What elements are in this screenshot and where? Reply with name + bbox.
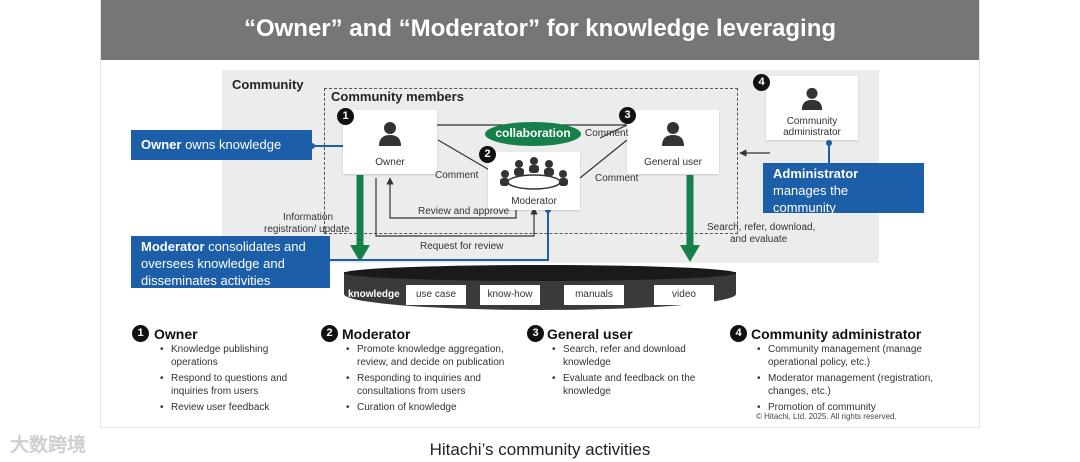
copyright-notice: © Hitachi, Ltd. 2025. All rights reserve… bbox=[756, 412, 897, 421]
general-user-moderator-line bbox=[579, 139, 628, 179]
comment-label-top: Comment bbox=[585, 128, 629, 139]
knowledge-label: knowledge bbox=[348, 289, 400, 300]
knowledge-tag-use-case: use case bbox=[406, 285, 466, 305]
general-user-card-label: General user bbox=[644, 157, 702, 168]
moderator-number-badge: 2 bbox=[479, 146, 496, 163]
moderator-callout: Moderator consolidates and oversees know… bbox=[131, 236, 330, 288]
request-review-label: Request for review bbox=[420, 241, 504, 252]
section-admin-number: 4 bbox=[730, 325, 747, 342]
section-admin-list: Community management (manage operational… bbox=[754, 343, 954, 417]
search-label-line1: Search, refer, download, bbox=[707, 222, 816, 233]
section-owner-title: Owner bbox=[154, 326, 198, 342]
admin-callout-bold: Administrator bbox=[773, 166, 859, 181]
knowledge-tag-video: video bbox=[654, 285, 714, 305]
community-members-label: Community members bbox=[331, 89, 464, 104]
section-owner-list: Knowledge publishing operations Respond … bbox=[157, 343, 292, 417]
moderator-card-label: Moderator bbox=[511, 196, 557, 207]
community-label: Community bbox=[232, 77, 304, 92]
owner-callout: Owner owns knowledge bbox=[131, 130, 312, 160]
section-moderator-list: Promote knowledge aggregation, review, a… bbox=[343, 343, 523, 417]
person-icon bbox=[662, 122, 684, 146]
watermark: 大数跨境 bbox=[10, 435, 87, 456]
list-item: Evaluate and feedback on the knowledge bbox=[549, 372, 727, 398]
owner-callout-text: owns knowledge bbox=[181, 137, 282, 152]
admin-card-label-line2: administrator bbox=[783, 127, 841, 138]
moderator-card: Moderator bbox=[488, 152, 580, 210]
knowledge-database-top bbox=[344, 265, 736, 281]
admin-card: Community administrator bbox=[766, 76, 858, 140]
list-item: Curation of knowledge bbox=[343, 401, 523, 414]
list-item: Knowledge publishing operations bbox=[157, 343, 292, 369]
info-registration-label-line1: Information bbox=[283, 212, 334, 223]
image-caption: Hitachi’s community activities bbox=[429, 440, 651, 459]
moderator-callout-bold: Moderator bbox=[141, 239, 205, 254]
section-admin-title: Community administrator bbox=[751, 326, 922, 342]
person-icon bbox=[379, 122, 401, 146]
section-general-user-list: Search, refer and download knowledge Eva… bbox=[549, 343, 727, 401]
admin-number-badge: 4 bbox=[753, 74, 770, 91]
comment-label-right: Comment bbox=[595, 173, 639, 184]
knowledge-tag-know-how: know-how bbox=[480, 285, 540, 305]
admin-callout: Administrator manages the community bbox=[763, 163, 924, 215]
list-item: Community management (manage operational… bbox=[754, 343, 954, 369]
request-review-arrow bbox=[375, 178, 538, 237]
person-icon bbox=[801, 87, 823, 110]
review-approve-label: Review and approve bbox=[418, 206, 510, 217]
admin-callout-text: manages the community bbox=[773, 183, 849, 215]
moderator-callout-connector bbox=[330, 210, 549, 261]
general-user-number-badge: 3 bbox=[619, 107, 636, 124]
list-item: Moderator management (registration, chan… bbox=[754, 372, 954, 398]
owner-number-badge: 1 bbox=[337, 108, 354, 125]
list-item: Respond to questions and inquiries from … bbox=[157, 372, 292, 398]
admin-card-label-line1: Community bbox=[786, 116, 838, 127]
info-registration-label-line2: registration/ update bbox=[264, 224, 350, 235]
general-user-card: General user bbox=[627, 110, 719, 174]
collaboration-badge: collaboration bbox=[485, 122, 581, 146]
moderator-callout-text: consolidates and oversees knowledge and … bbox=[141, 239, 306, 288]
owner-card-label: Owner bbox=[375, 157, 405, 168]
section-general-user-number: 3 bbox=[527, 325, 544, 342]
section-owner-number: 1 bbox=[132, 325, 149, 342]
knowledge-tag-manuals: manuals bbox=[564, 285, 624, 305]
list-item: Responding to inquiries and consultation… bbox=[343, 372, 523, 398]
comment-label-left: Comment bbox=[435, 170, 479, 181]
section-moderator-number: 2 bbox=[321, 325, 338, 342]
search-label-line2: and evaluate bbox=[730, 234, 788, 245]
list-item: Promotion of community bbox=[754, 401, 954, 414]
owner-card: Owner bbox=[343, 110, 437, 174]
section-moderator-title: Moderator bbox=[342, 326, 411, 342]
list-item: Review user feedback bbox=[157, 401, 292, 414]
meeting-table-icon bbox=[500, 157, 568, 190]
list-item: Promote knowledge aggregation, review, a… bbox=[343, 343, 523, 369]
section-general-user-title: General user bbox=[547, 326, 633, 342]
owner-callout-bold: Owner bbox=[141, 137, 182, 152]
list-item: Search, refer and download knowledge bbox=[549, 343, 727, 369]
slide-title: “Owner” and “Moderator” for knowledge le… bbox=[101, 0, 979, 60]
community-members-box bbox=[324, 88, 738, 234]
review-approve-arrow bbox=[386, 177, 517, 219]
